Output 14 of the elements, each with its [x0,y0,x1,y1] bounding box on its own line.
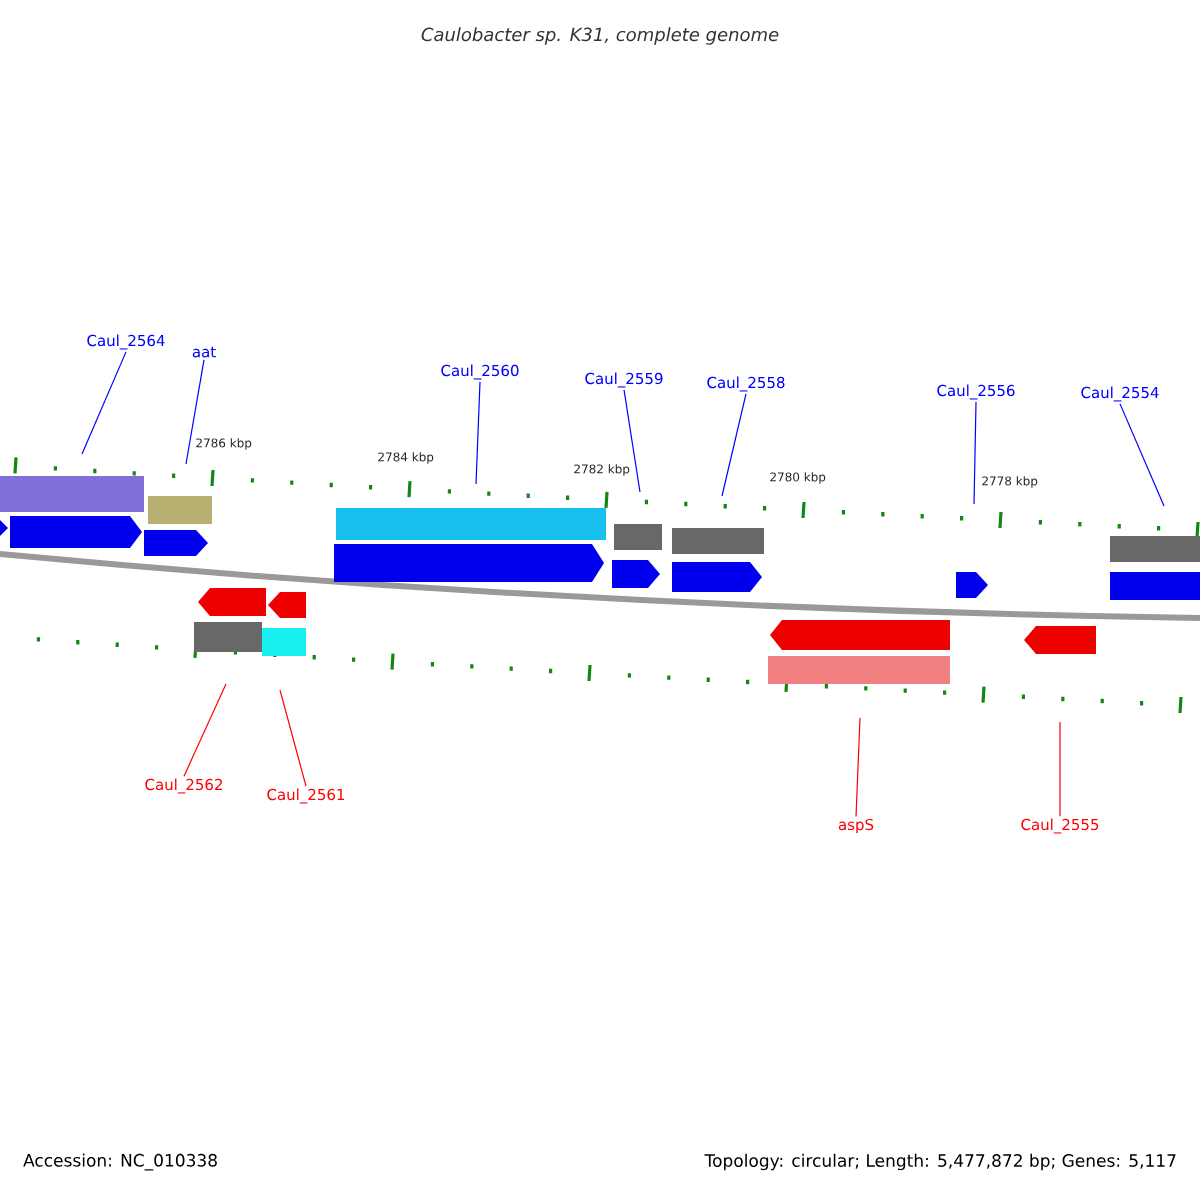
leader-line [185,359,205,465]
leader-line [183,683,227,777]
leader-line [1059,721,1061,817]
title: Caulobacter sp. K31, complete genome [421,27,779,45]
leader-line [81,351,127,455]
leader-line [623,389,641,493]
leader-line [855,717,861,818]
leader-line [1119,403,1165,507]
leader-line [279,689,307,787]
genome-info-text: Topology: circular; Length: 5,477,872 bp; Genes: 5,117 [704,1153,1176,1171]
accession-text: Accession: NC_010338 [23,1153,217,1171]
leader-line [973,401,977,505]
leader-line [721,393,747,497]
leader-line [475,381,481,485]
